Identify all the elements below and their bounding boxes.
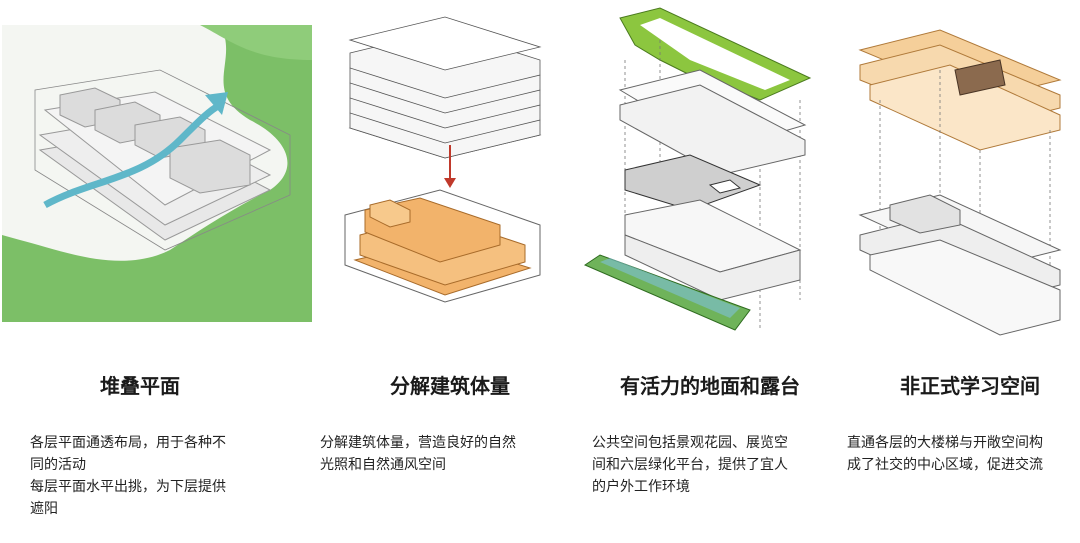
description-line: 公共空间包括景观花园、展览空 <box>592 435 788 451</box>
stacked-plans-illustration <box>2 25 312 322</box>
description-line: 的户外工作环境 <box>592 479 690 495</box>
staircase-icon <box>954 59 1006 96</box>
panel-description-learning-space: 直通各层的大楼梯与开敞空间构 成了社交的中心区域，促进交流 <box>847 432 1043 476</box>
terraces-illustration <box>583 7 812 331</box>
panel-description-decomposed-volume: 分解建筑体量，营造良好的自然 光照和自然通风空间 <box>320 432 516 476</box>
learning-space-illustration <box>858 29 1062 336</box>
description-line: 每层平面水平出挑，为下层提供 <box>30 479 226 495</box>
description-line: 光照和自然通风空间 <box>320 457 446 473</box>
description-line: 分解建筑体量，营造良好的自然 <box>320 435 516 451</box>
description-line: 各层平面通透布局，用于各种不 <box>30 435 226 451</box>
diagram-illustrations <box>2 7 1062 336</box>
airflow-arrow-icon <box>43 101 222 209</box>
decomposed-volume-illustration <box>344 16 542 303</box>
description-line: 间和六层绿化平台，提供了宜人 <box>592 457 788 473</box>
panel-title-stacked-plans: 堆叠平面 <box>100 374 180 398</box>
panel-title-decomposed-volume: 分解建筑体量 <box>390 374 510 398</box>
panel-title-learning-space: 非正式学习空间 <box>900 374 1040 398</box>
description-line: 同的活动 <box>30 457 86 473</box>
description-line: 直通各层的大楼梯与开敞空间构 <box>847 435 1043 451</box>
panel-title-terraces: 有活力的地面和露台 <box>620 374 800 398</box>
description-line: 遮阳 <box>30 501 58 517</box>
panel-description-terraces: 公共空间包括景观花园、展览空 间和六层绿化平台，提供了宜人 的户外工作环境 <box>592 432 788 498</box>
panel-description-stacked-plans: 各层平面通透布局，用于各种不 同的活动 每层平面水平出挑，为下层提供 遮阳 <box>30 432 226 520</box>
description-line: 成了社交的中心区域，促进交流 <box>847 457 1043 473</box>
